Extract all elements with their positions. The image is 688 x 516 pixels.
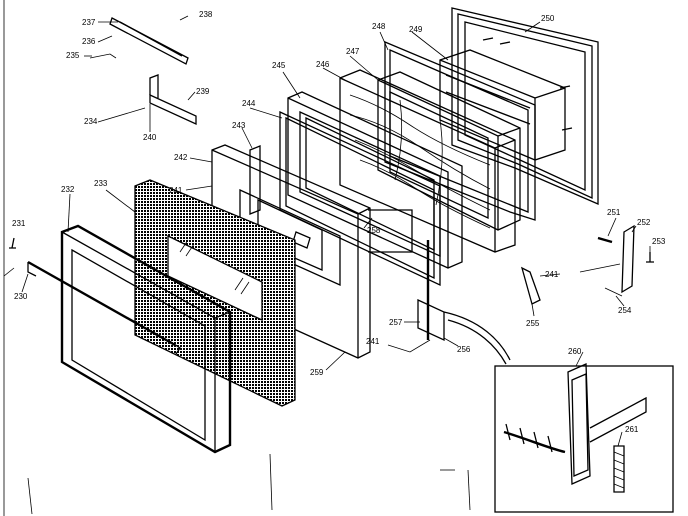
label-243: 243 [232,121,246,130]
part-249-insulation [439,49,566,161]
part-246-insulation-panel [339,69,516,253]
part-labels: 237 238 236 235 239 234 240 245 248 249 … [12,10,666,434]
scrap-lines [3,0,471,516]
label-249: 249 [409,25,423,34]
label-235: 235 [66,51,80,60]
label-259: 259 [310,368,324,377]
label-257: 257 [389,318,403,327]
label-242: 242 [174,153,188,162]
label-241-left: 241 [169,186,183,195]
label-247: 247 [346,47,360,56]
label-238: 238 [199,10,213,19]
label-233: 233 [94,179,108,188]
label-254: 254 [618,306,632,315]
label-241-bottom: 241 [366,337,380,346]
part-245-window-frame [287,91,463,269]
label-237: 237 [82,18,96,27]
part-243-bracket [249,145,261,215]
label-256: 256 [457,345,471,354]
leader-lines [21,15,651,447]
part-239-bracket [97,74,197,126]
label-231: 231 [12,219,26,228]
label-244: 244 [242,99,256,108]
label-252: 252 [637,218,651,227]
part-260-261-detail-inset [494,363,674,513]
part-250-rear-panel [451,7,599,205]
part-237-238-top-rail [89,17,189,65]
label-261: 261 [625,425,639,434]
label-232: 232 [61,185,75,194]
label-234: 234 [84,117,98,126]
label-248: 248 [372,22,386,31]
label-258: 258 [367,226,381,235]
part-232-outer-frame [60,224,232,454]
label-245: 245 [272,61,286,70]
label-250: 250 [541,14,555,23]
label-241-right: 241 [545,270,559,279]
part-231-screw [9,237,16,249]
label-240: 240 [143,133,157,142]
label-236: 236 [82,37,96,46]
label-255: 255 [526,319,540,328]
label-260: 260 [568,347,582,356]
part-244-glass [279,110,441,287]
label-246: 246 [316,60,330,69]
label-230: 230 [14,292,28,301]
part-230-handle-rod [27,260,181,355]
label-251: 251 [607,208,621,217]
part-233-mesh-screen [134,179,296,407]
part-251-255-hinge-set [520,224,654,305]
label-239: 239 [196,87,210,96]
part-256-257-hinge-arm [387,240,511,365]
label-253: 253 [652,237,666,246]
